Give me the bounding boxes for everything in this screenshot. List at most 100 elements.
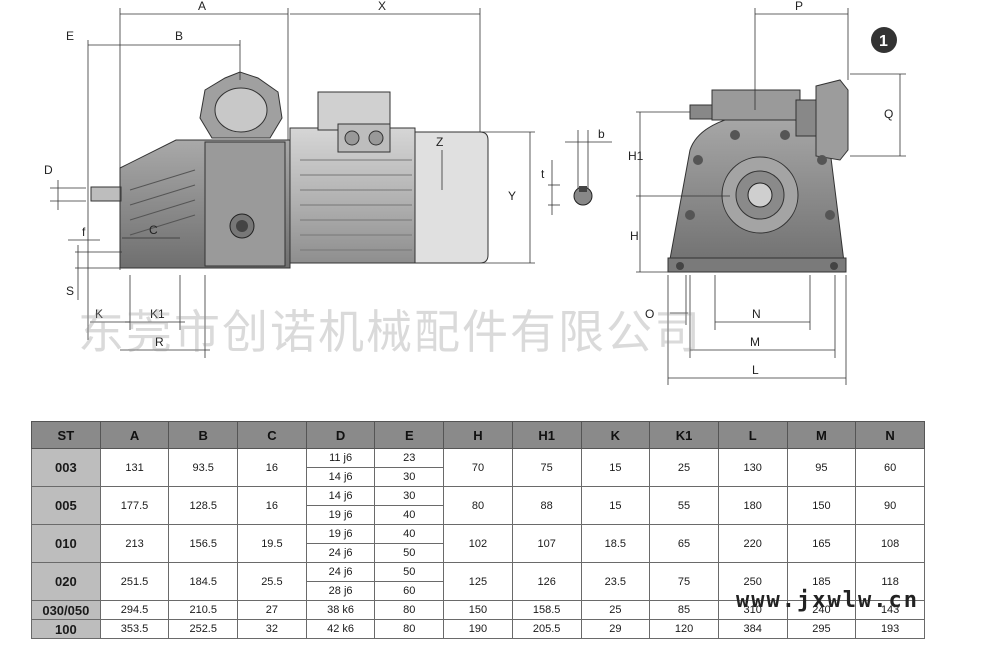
table-cell: 24 j6 <box>305 562 376 582</box>
dim-label-R: R <box>155 335 164 349</box>
column-header: K1 <box>649 421 719 449</box>
table-cell: 251.5 <box>99 562 170 601</box>
dim-label-f: f <box>82 225 86 239</box>
table-cell: 88 <box>511 486 582 525</box>
dim-label-K1: K1 <box>150 307 165 321</box>
dim-label-t: t <box>541 167 545 181</box>
table-cell: 220 <box>717 524 788 563</box>
table-cell: 190 <box>443 619 513 639</box>
table-cell: 295 <box>786 619 857 639</box>
table-cell: 193 <box>855 619 925 639</box>
company-watermark: 东莞市创诺机械配件有限公司 <box>78 305 702 359</box>
table-cell: 177.5 <box>99 486 170 525</box>
table-cell: 25 <box>580 600 651 620</box>
table-cell: 16 <box>237 448 307 487</box>
column-header: B <box>168 421 239 449</box>
table-cell: 28 j6 <box>305 581 376 601</box>
table-cell: 19 j6 <box>305 505 376 525</box>
table-cell: 180 <box>717 486 788 525</box>
table-cell: 126 <box>511 562 582 601</box>
table-cell: 60 <box>374 581 445 601</box>
table-cell: 125 <box>443 562 513 601</box>
table-cell: 108 <box>855 524 925 563</box>
table-cell: 240 <box>786 600 857 620</box>
table-cell: 80 <box>374 600 445 620</box>
table-cell: 310 <box>717 600 788 620</box>
table-cell: 11 j6 <box>305 448 376 468</box>
table-cell: 25 <box>649 448 719 487</box>
table-cell: 250 <box>717 562 788 601</box>
table-cell: 003 <box>31 448 101 487</box>
table-cell: 16 <box>237 486 307 525</box>
site-watermark: www.jxwlw.cn <box>736 588 919 613</box>
table-cell: 102 <box>443 524 513 563</box>
table-cell: 020 <box>31 562 101 601</box>
table-cell: 158.5 <box>511 600 582 620</box>
table-cell: 030/050 <box>31 600 101 620</box>
table-cell: 93.5 <box>168 448 239 487</box>
table-cell: 118 <box>855 562 925 601</box>
dim-label-E: E <box>66 29 74 43</box>
table-cell: 27 <box>237 600 307 620</box>
column-header: D <box>305 421 376 449</box>
dim-label-O: O <box>645 307 654 321</box>
dim-label-L: L <box>752 363 759 377</box>
column-header: N <box>855 421 925 449</box>
table-cell: 15 <box>580 486 651 525</box>
table-cell: 210.5 <box>168 600 239 620</box>
table-cell: 25.5 <box>237 562 307 601</box>
table-cell: 213 <box>99 524 170 563</box>
column-header: M <box>786 421 857 449</box>
table-cell: 80 <box>374 619 445 639</box>
table-cell: 294.5 <box>99 600 170 620</box>
dim-label-H1: H1 <box>628 149 644 163</box>
table-cell: 252.5 <box>168 619 239 639</box>
table-cell: 353.5 <box>99 619 170 639</box>
table-cell: 165 <box>786 524 857 563</box>
table-cell: 42 k6 <box>305 619 376 639</box>
table-cell: 30 <box>374 486 445 506</box>
table-cell: 40 <box>374 505 445 525</box>
table-cell: 184.5 <box>168 562 239 601</box>
table-cell: 150 <box>786 486 857 525</box>
view-number-badge: 1 <box>871 27 897 53</box>
dim-label-N: N <box>752 307 761 321</box>
table-cell: 384 <box>717 619 788 639</box>
dim-label-K: K <box>95 307 103 321</box>
table-cell: 32 <box>237 619 307 639</box>
table-cell: 75 <box>511 448 582 487</box>
dim-label-D: D <box>44 163 53 177</box>
table-cell: 60 <box>855 448 925 487</box>
svg-text:1: 1 <box>879 33 888 50</box>
dim-label-Y: Y <box>508 189 516 203</box>
table-cell: 14 j6 <box>305 467 376 487</box>
table-cell: 156.5 <box>168 524 239 563</box>
column-header: E <box>374 421 445 449</box>
table-cell: 120 <box>649 619 719 639</box>
front-view-drawing <box>636 8 906 385</box>
table-cell: 90 <box>855 486 925 525</box>
table-cell: 107 <box>511 524 582 563</box>
table-cell: 131 <box>99 448 170 487</box>
table-cell: 40 <box>374 524 445 544</box>
table-cell: 30 <box>374 467 445 487</box>
dim-label-P: P <box>795 0 803 13</box>
table-cell: 130 <box>717 448 788 487</box>
table-cell: 143 <box>855 600 925 620</box>
table-cell: 95 <box>786 448 857 487</box>
table-cell: 19.5 <box>237 524 307 563</box>
table-cell: 23.5 <box>580 562 651 601</box>
table-cell: 65 <box>649 524 719 563</box>
column-header: H1 <box>511 421 582 449</box>
table-cell: 23 <box>374 448 445 468</box>
table-cell: 100 <box>31 619 101 639</box>
